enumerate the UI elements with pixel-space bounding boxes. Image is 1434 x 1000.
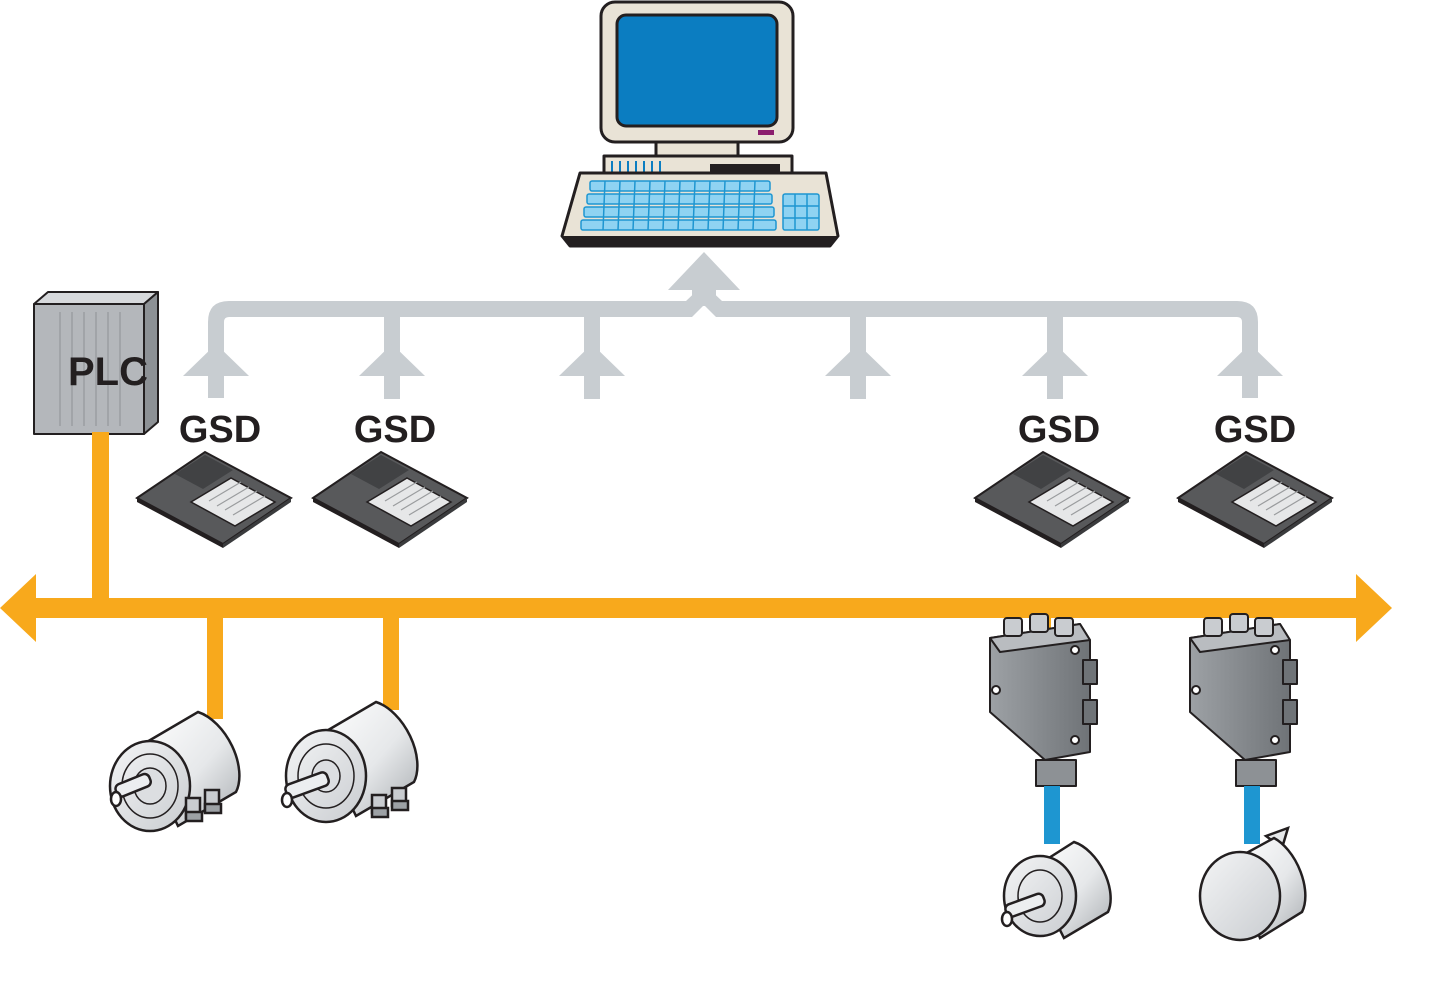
plc-bus-drop	[92, 432, 109, 602]
encoder-icon	[108, 710, 241, 833]
encoder-cable	[1044, 786, 1060, 844]
encoder-icon	[1198, 825, 1307, 942]
encoder-cable	[1244, 786, 1260, 844]
bus-cover-icon	[1189, 613, 1298, 787]
up-arrow	[825, 344, 891, 376]
up-arrow	[559, 344, 625, 376]
monitor-stand	[654, 140, 740, 158]
power-led	[758, 130, 774, 135]
gsd-label: GSD	[1214, 409, 1296, 451]
up-arrow	[1217, 344, 1283, 376]
encoder-bus-drop	[383, 615, 399, 710]
fieldbus-arrow-left	[0, 574, 36, 642]
arrow-to-computer	[668, 252, 740, 306]
fieldbus-arrow-right	[1356, 574, 1392, 642]
gsd-trunk	[208, 284, 1258, 398]
drive-slot	[710, 164, 780, 173]
encoder-icon	[1000, 840, 1112, 940]
gsd-label: GSD	[354, 409, 436, 451]
monitor-screen	[615, 13, 779, 128]
gsd-distribution-network	[183, 252, 1283, 399]
floppy-disk-icon	[311, 450, 469, 548]
floppy-disk-icon	[1176, 450, 1334, 548]
gsd-label: GSD	[179, 409, 261, 451]
bus-cover-icon	[989, 613, 1098, 787]
keyboard-keys	[580, 180, 820, 231]
plc-cabinet-icon	[33, 291, 159, 435]
encoder-bus-drop	[207, 615, 223, 719]
fieldbus	[0, 432, 1392, 719]
up-arrow	[1022, 344, 1088, 376]
gsd-label: GSD	[1018, 409, 1100, 451]
up-arrow	[359, 344, 425, 376]
up-arrow	[183, 344, 249, 376]
encoder-icon	[280, 700, 419, 824]
fieldbus-line	[36, 598, 1356, 618]
floppy-disk-icon	[973, 450, 1131, 548]
plc-label: PLC	[68, 350, 148, 394]
floppy-disk-icon	[135, 450, 293, 548]
